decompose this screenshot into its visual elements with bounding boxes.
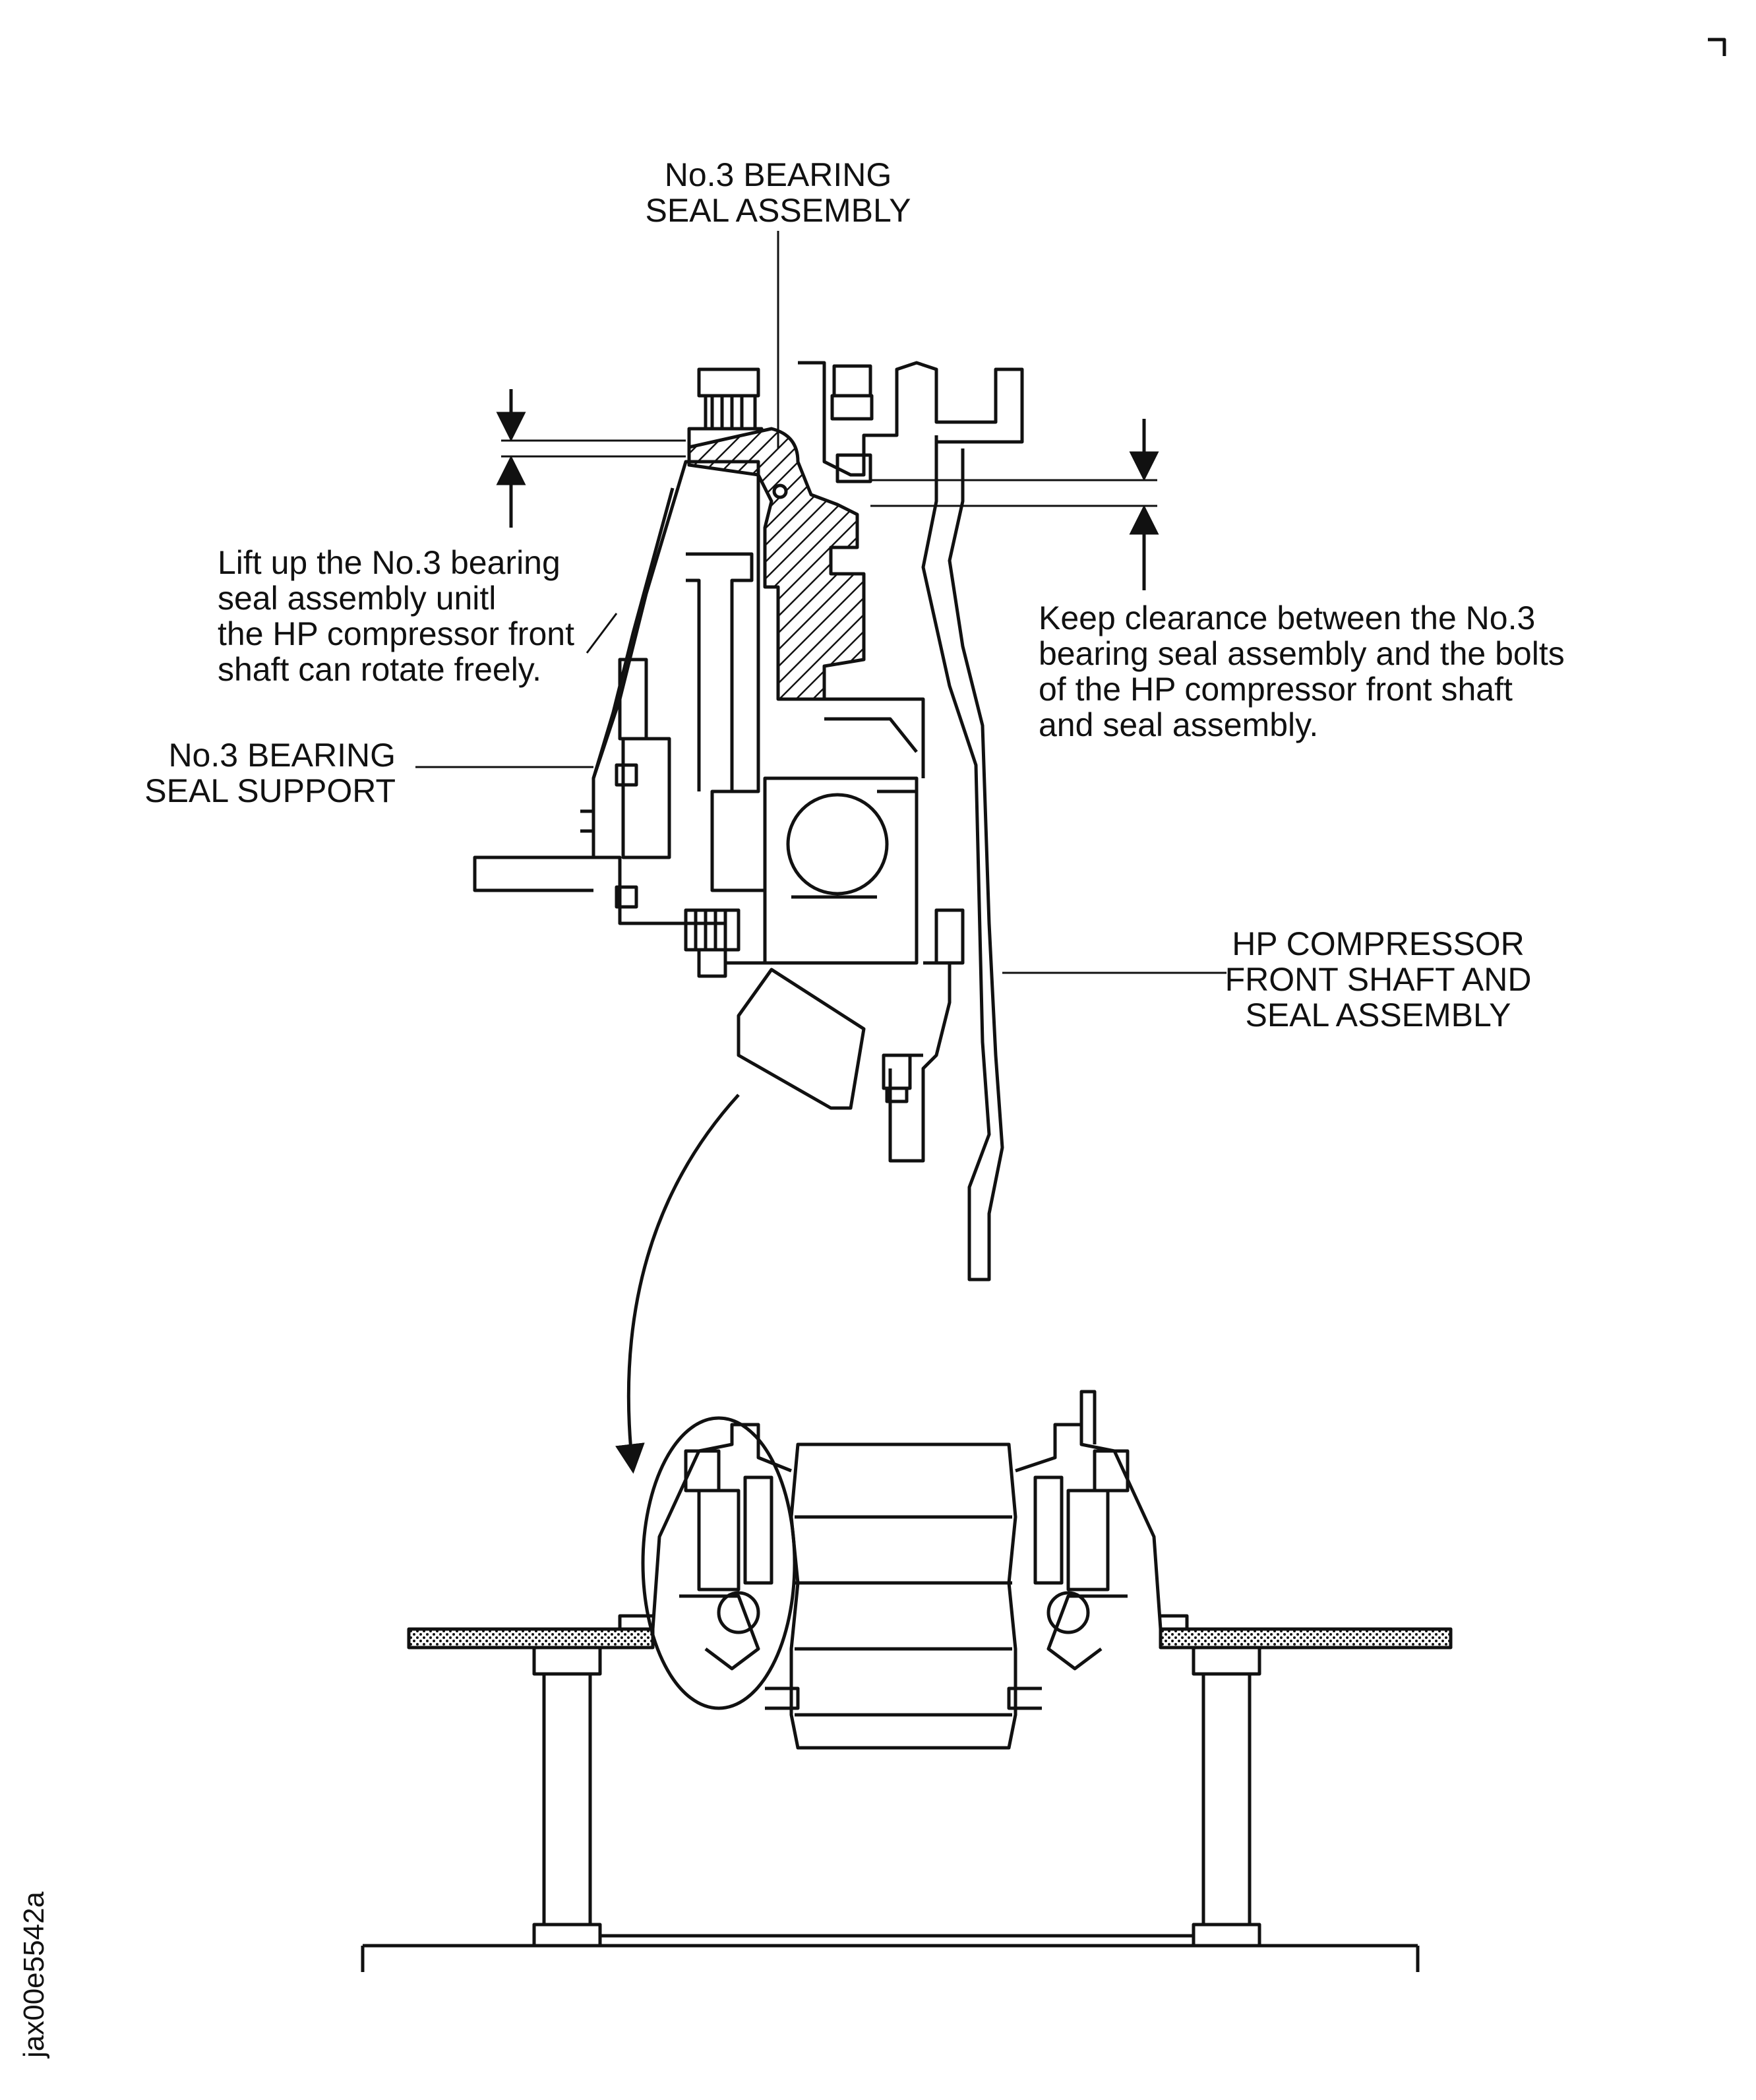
detail-callout-ellipse [641,1416,797,1710]
hp-shaft-inner [888,961,952,1163]
support-plate-right [1159,1627,1453,1650]
left-assembly [618,1423,800,1710]
support-plate-left [407,1627,655,1650]
top-nut [687,367,764,449]
right-clearance-dimension [870,419,1159,590]
lower-full-view [361,1390,1453,1972]
bearing-race [763,776,919,965]
upper-detail-view [473,361,1024,1282]
label-seal-support: No.3 BEARING SEAL SUPPORT [144,737,396,809]
seal-assembly-hatched [687,427,866,701]
label-lift-note: Lift up the No.3 bearing seal assembly u… [218,544,574,688]
pillar-left [532,1646,602,1676]
transition-arrow [615,1094,740,1474]
left-clearance-dimension [496,389,686,528]
right-assembly [1007,1390,1189,1710]
label-hp-compressor: HP COMPRESSOR FRONT SHAFT AND SEAL ASSEM… [1225,925,1532,1034]
pillar-right [1192,1646,1261,1676]
figure-id: jax00e5542a [18,1891,50,2058]
label-seal-assembly: No.3 BEARING SEAL ASSEMBLY [645,156,911,229]
angled-seal-block [737,968,866,1110]
hp-shaft-outer [921,435,1004,1282]
leader-lift-note [586,613,618,654]
label-clearance-note: Keep clearance between the No.3 bearing … [1039,600,1565,743]
left-flange [473,855,593,892]
crop-mark [1708,38,1726,56]
bearing-ball [786,793,889,896]
center-shaft [789,1442,1017,1750]
